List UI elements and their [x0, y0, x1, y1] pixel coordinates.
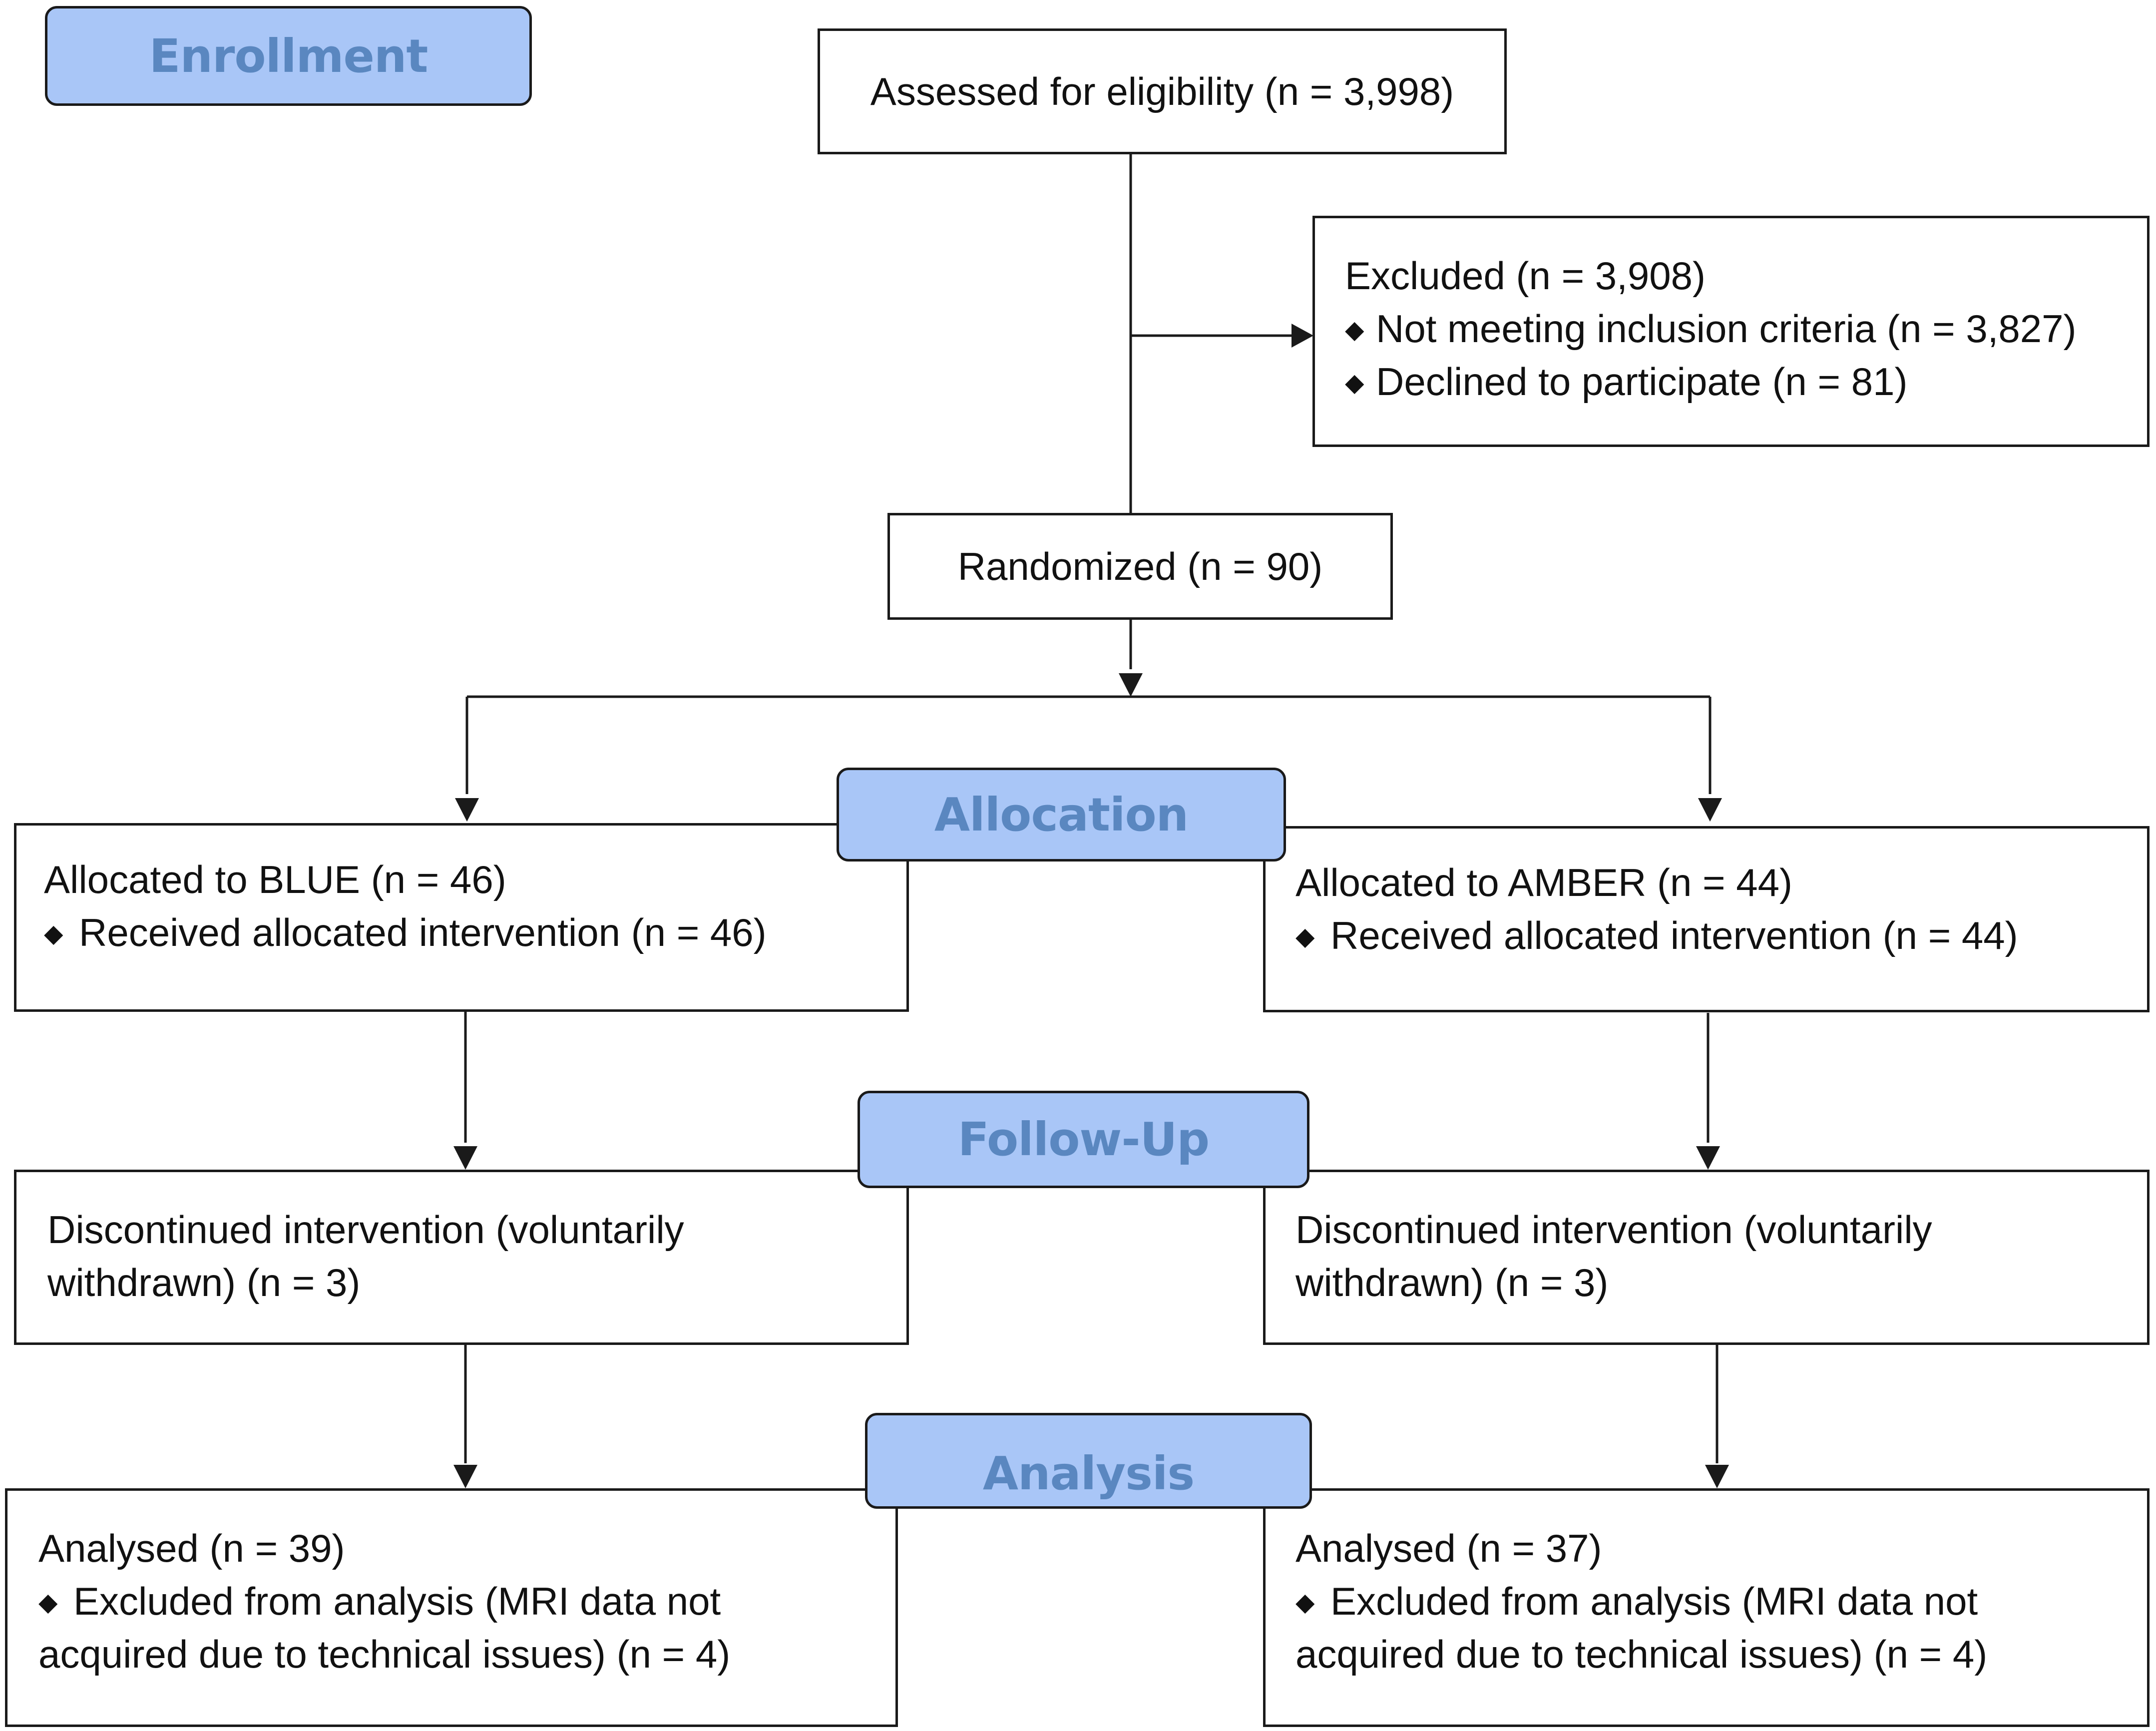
blue-analysed-title: Analysed (n = 39): [38, 1526, 345, 1570]
arrowhead-amber-followup: [1696, 1146, 1720, 1170]
arrowhead-excluded: [1292, 324, 1313, 348]
diamond-bullet-icon: ◆: [1345, 369, 1364, 397]
arrowhead-randomized: [1119, 673, 1143, 697]
blue-discontinued-text: Discontinued intervention (voluntarily w…: [47, 1208, 684, 1305]
diamond-bullet-icon: ◆: [1295, 1588, 1315, 1617]
blue-discontinued-box: Discontinued intervention (voluntarily w…: [14, 1170, 909, 1345]
amber-discontinued-text: Discontinued intervention (voluntarily w…: [1295, 1208, 1932, 1305]
blue-received-item: ◆Received allocated intervention (n = 46…: [44, 910, 767, 955]
stage-enrollment: Enrollment: [45, 6, 532, 106]
excluded-item: ◆Declined to participate (n = 81): [1345, 360, 1908, 404]
assessed-text: Assessed for eligibility (n = 3,998): [870, 69, 1454, 113]
assessed-box: Assessed for eligibility (n = 3,998): [818, 28, 1507, 154]
arrowhead-amber-analysis: [1705, 1465, 1729, 1488]
amber-received-item: ◆Received allocated intervention (n = 44…: [1295, 913, 2018, 958]
stage-follow-up: Follow-Up: [858, 1091, 1309, 1188]
stage-analysis: Analysis: [865, 1413, 1312, 1509]
diamond-bullet-icon: ◆: [38, 1588, 58, 1617]
blue-excluded-analysis-item: ◆Excluded from analysis (MRI data not ac…: [38, 1579, 731, 1677]
amber-analysed-box: Analysed (n = 37) ◆Excluded from analysi…: [1263, 1488, 2150, 1727]
blue-analysed-box: Analysed (n = 39) ◆Excluded from analysi…: [5, 1488, 898, 1727]
amber-discontinued-box: Discontinued intervention (voluntarily w…: [1263, 1170, 2150, 1345]
amber-analysed-title: Analysed (n = 37): [1295, 1526, 1602, 1570]
diamond-bullet-icon: ◆: [44, 919, 63, 948]
randomized-text: Randomized (n = 90): [957, 544, 1323, 588]
amber-allocated-box: Allocated to AMBER (n = 44) ◆Received al…: [1263, 826, 2150, 1012]
amber-allocated-title: Allocated to AMBER (n = 44): [1295, 861, 1792, 904]
excluded-title: Excluded (n = 3,908): [1345, 254, 1706, 298]
stage-allocation: Allocation: [837, 768, 1286, 862]
diamond-bullet-icon: ◆: [1295, 922, 1315, 951]
randomized-box: Randomized (n = 90): [887, 513, 1393, 620]
amber-excluded-analysis-item: ◆Excluded from analysis (MRI data not ac…: [1295, 1579, 1988, 1677]
blue-allocated-title: Allocated to BLUE (n = 46): [44, 858, 506, 901]
arrowhead-blue-allocated: [455, 798, 479, 822]
excluded-item: ◆Not meeting inclusion criteria (n = 3,8…: [1345, 307, 2077, 351]
arrowhead-blue-analysis: [453, 1465, 477, 1488]
excluded-box: Excluded (n = 3,908) ◆Not meeting inclus…: [1312, 216, 2150, 447]
blue-allocated-box: Allocated to BLUE (n = 46) ◆Received all…: [14, 823, 909, 1012]
arrowhead-blue-followup: [453, 1146, 477, 1170]
arrowhead-amber-allocated: [1698, 798, 1722, 822]
diamond-bullet-icon: ◆: [1345, 316, 1364, 344]
